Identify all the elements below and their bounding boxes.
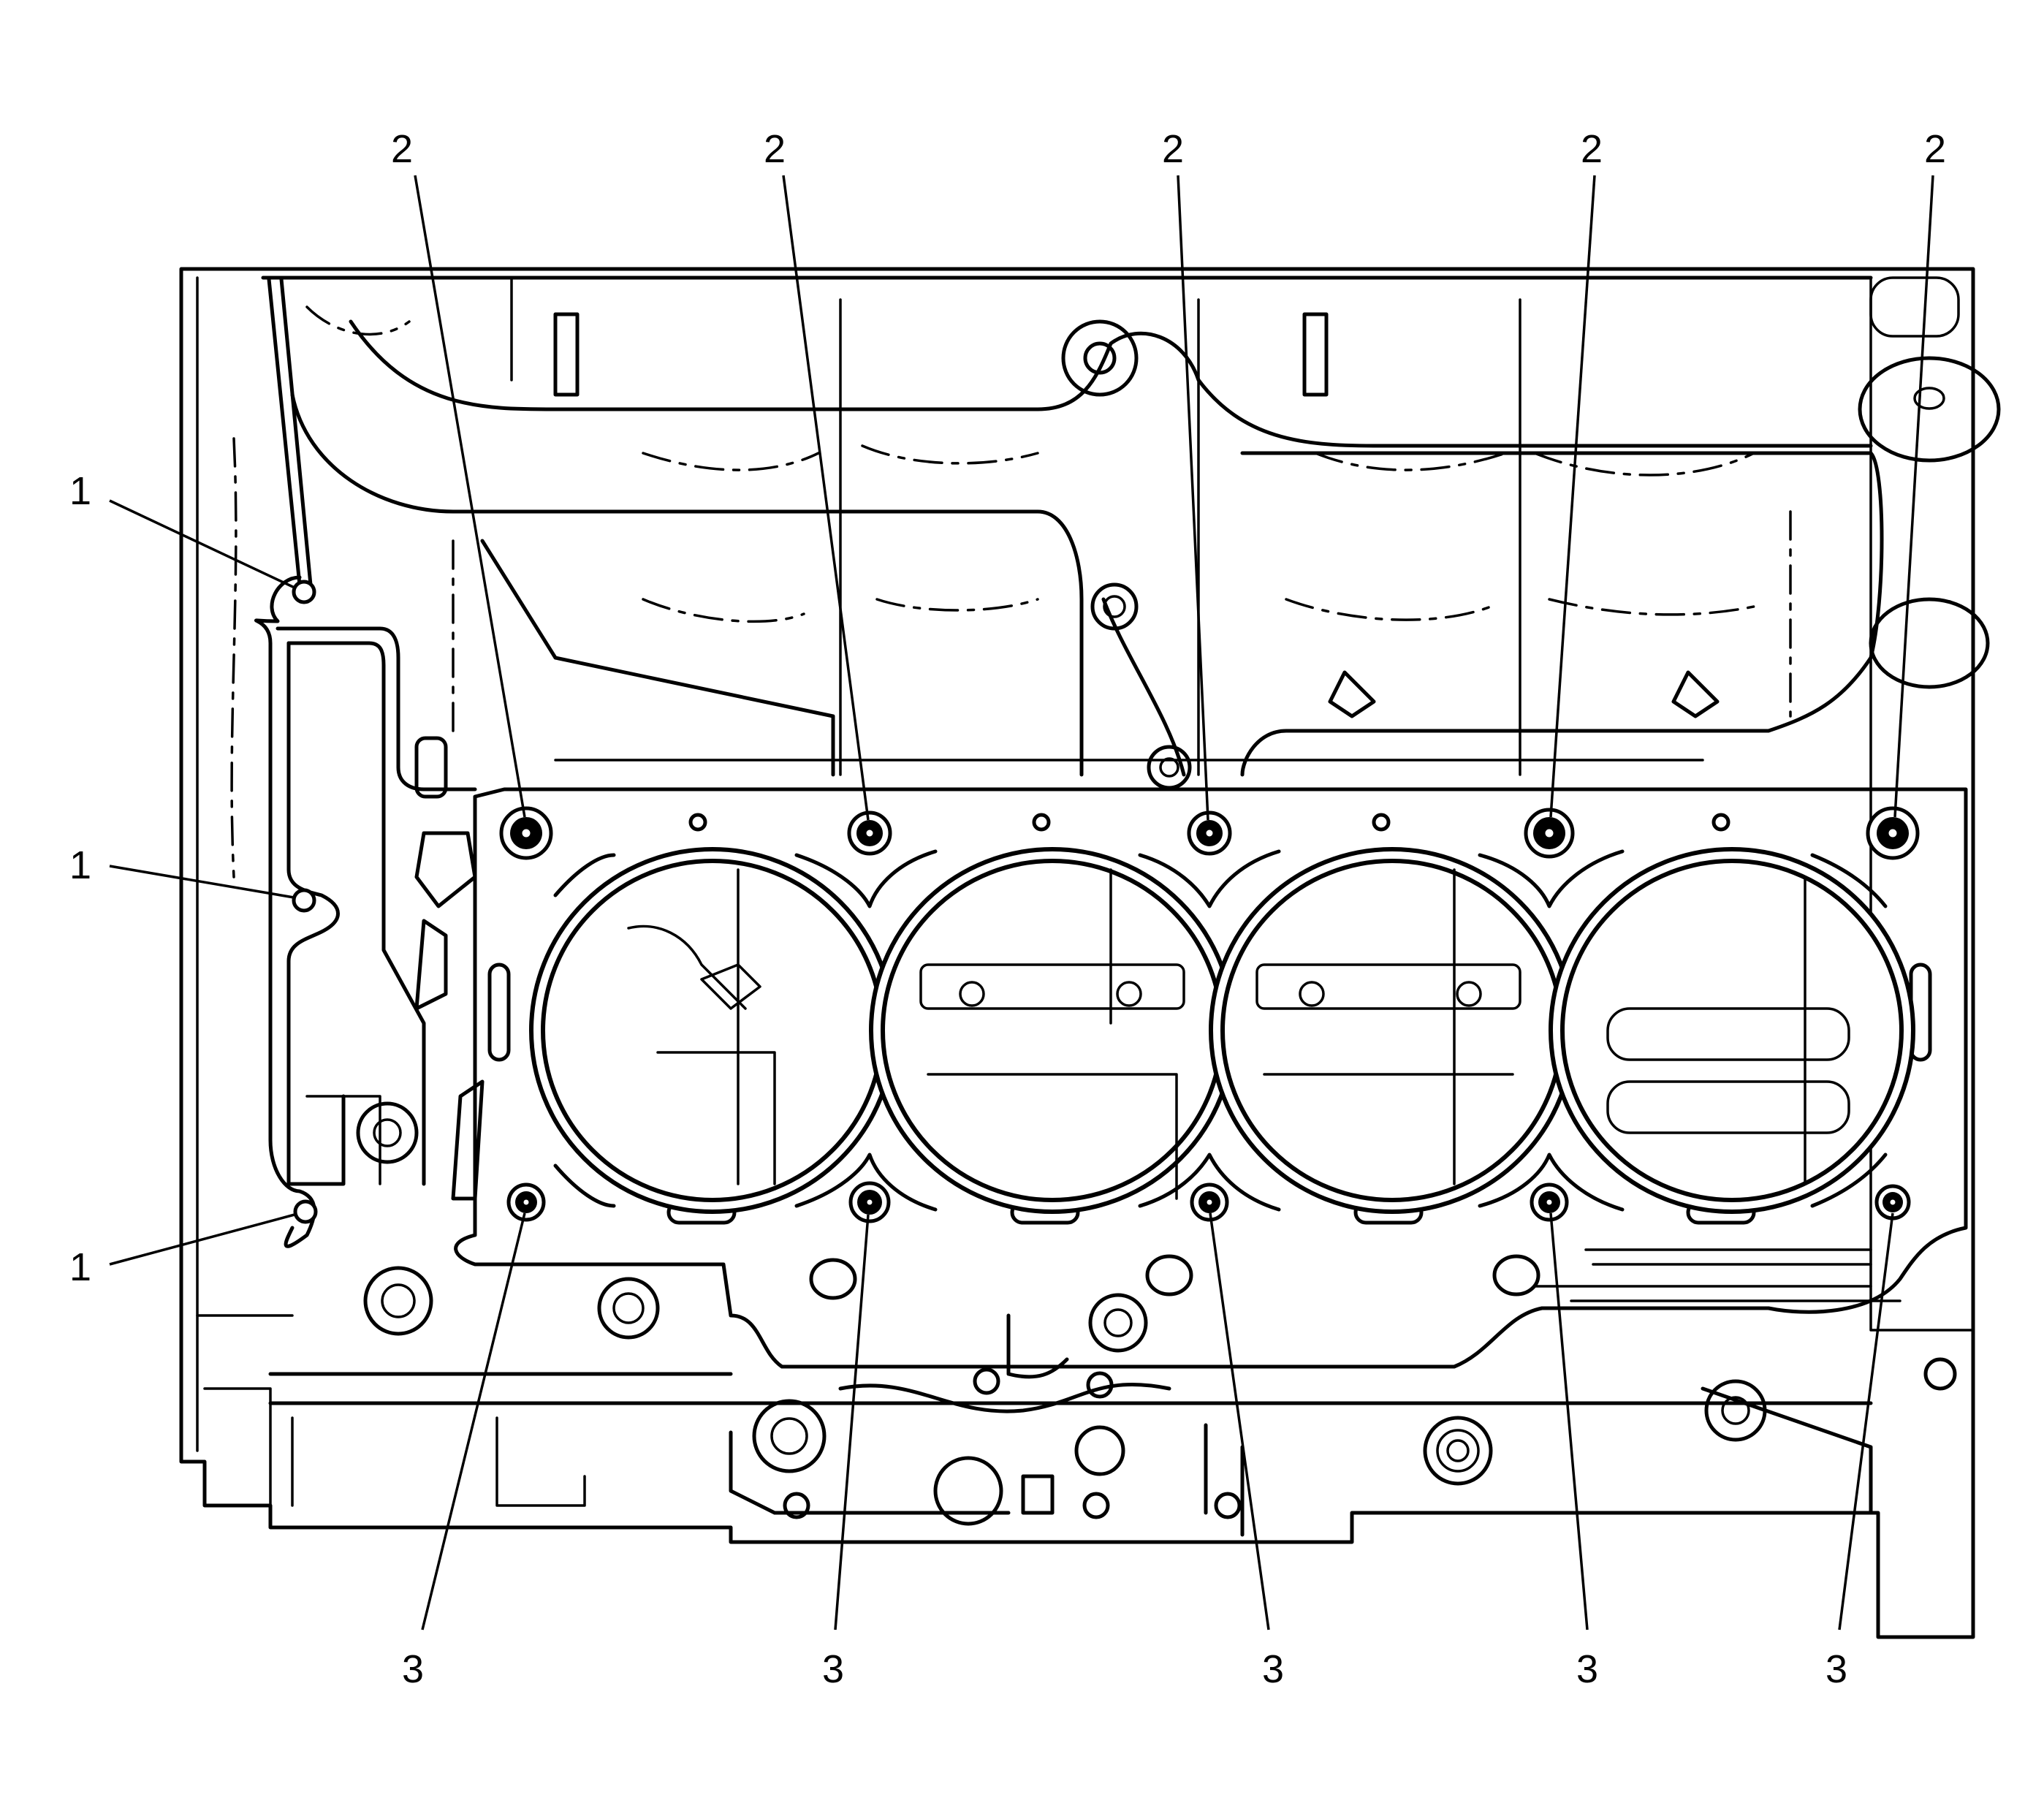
leader-2d [1549,175,1596,818]
callout-3b: 3 [822,1647,844,1691]
gasket-hole-upper [292,580,316,604]
head-bolt-top-2 [847,810,892,856]
leader-3e [1838,1212,1894,1630]
callout-1c: 1 [69,1245,91,1289]
leader-3d [1549,1212,1589,1630]
callout-3c: 3 [1262,1647,1284,1691]
callout-1a: 1 [69,469,91,513]
callout-3a: 3 [402,1647,424,1691]
leader-1a [109,499,297,590]
leader-lines [109,175,1934,1630]
leader-3a [421,1212,526,1630]
callout-2c: 2 [1162,127,1184,171]
head-bolt-bottom-4 [1530,1182,1569,1222]
gasket-hole-lower [293,1199,318,1224]
head-bolt-top-3 [1187,810,1232,856]
callout-2b: 2 [764,127,786,171]
gasket-hole-middle [292,888,316,913]
front-cover-gasket [254,575,485,1248]
head-bolt-top-5 [1866,806,1920,860]
head-bolt-bottom-1 [506,1182,546,1222]
callout-2e: 2 [1924,127,1946,171]
head-bolt-top-4 [1524,808,1575,859]
leader-2a [414,175,526,818]
callout-3e: 3 [1825,1647,1847,1691]
lower-block [196,1248,1957,1537]
leader-2b [782,175,870,821]
callout-2a: 2 [391,127,413,171]
engine-block [179,267,2001,1639]
callout-1b: 1 [69,843,91,887]
head-bolt-top-1 [499,806,553,860]
callout-labels: 1 1 1 2 2 2 2 2 3 3 3 3 3 [69,127,1946,1691]
head-bolts-bottom-row [506,1181,1911,1223]
head-bolt-bottom-5 [1874,1184,1911,1220]
leader-1b [109,865,295,899]
head-bolt-bottom-2 [848,1181,891,1223]
head-gasket [454,787,1968,1369]
leader-1c [109,1213,295,1266]
callout-2d: 2 [1581,127,1603,171]
leader-2c [1177,175,1209,821]
callout-3d: 3 [1576,1647,1598,1691]
leader-3c [1209,1212,1270,1630]
head-bolts-top-row [499,806,1920,860]
leader-2e [1893,175,1934,818]
leader-3b [834,1214,870,1630]
cylinder-bores [529,847,1915,1214]
head-bolt-bottom-3 [1190,1182,1229,1222]
